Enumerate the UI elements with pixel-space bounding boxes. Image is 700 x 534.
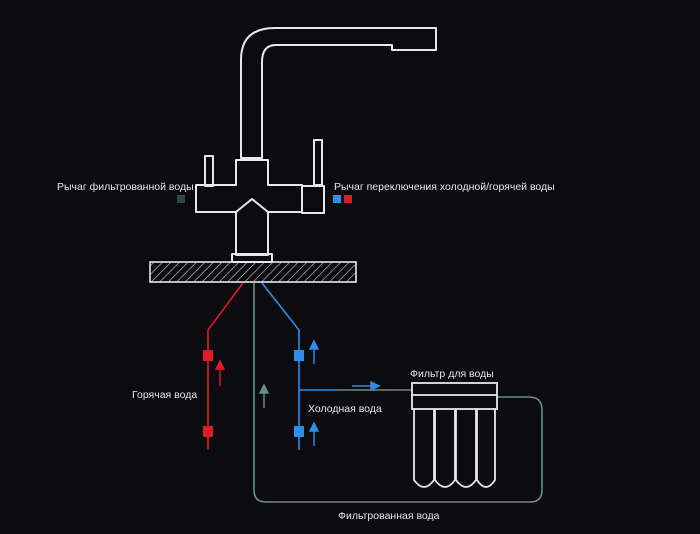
- faucet-spout: [240, 27, 437, 159]
- hot-cold-lever-base: [301, 185, 325, 214]
- hot-valve-top: [203, 350, 213, 361]
- countertop: [149, 261, 357, 283]
- filtered-lever-indicator: [177, 195, 185, 203]
- filter-head: [411, 382, 498, 410]
- faucet-body-joint: [235, 198, 269, 213]
- hot-cold-lever-label: Рычаг переключения холодной/горячей воды: [334, 181, 555, 193]
- faucet-body: [195, 159, 303, 256]
- cold-flow-arrow-bottom: [308, 421, 320, 446]
- faucet: [195, 27, 437, 263]
- hot-valve-bottom: [203, 426, 213, 437]
- cold-valve-bottom: [294, 426, 304, 437]
- to-filter-arrow: [352, 380, 381, 392]
- cold-indicator: [333, 195, 341, 203]
- filter-cartridge-4: [476, 409, 496, 488]
- hot-cold-lever-handle: [313, 139, 323, 186]
- hot-water-line: [207, 282, 244, 450]
- hot-water-label: Горячая вода: [132, 389, 197, 401]
- filter-cartridge-2: [434, 409, 456, 488]
- water-filter-label: Фильтр для воды: [410, 368, 494, 380]
- filtered-lever-handle: [204, 155, 214, 187]
- cold-valve-top: [294, 350, 304, 361]
- filter-cartridge-3: [455, 409, 477, 488]
- cold-water-line: [261, 282, 338, 450]
- filtered-flow-arrow: [258, 383, 270, 408]
- water-filter: [411, 382, 498, 488]
- filtered-lever-label: Рычаг фильтрованной воды: [57, 181, 194, 193]
- hot-flow-arrow: [214, 359, 226, 386]
- filtered-water-label: Фильтрованная вода: [338, 510, 440, 522]
- filtered-water-line: [253, 283, 543, 503]
- cold-flow-arrow-top: [308, 339, 320, 364]
- cold-water-label: Холодная вода: [308, 403, 382, 415]
- filter-cartridge-1: [413, 409, 435, 488]
- hot-indicator: [344, 195, 352, 203]
